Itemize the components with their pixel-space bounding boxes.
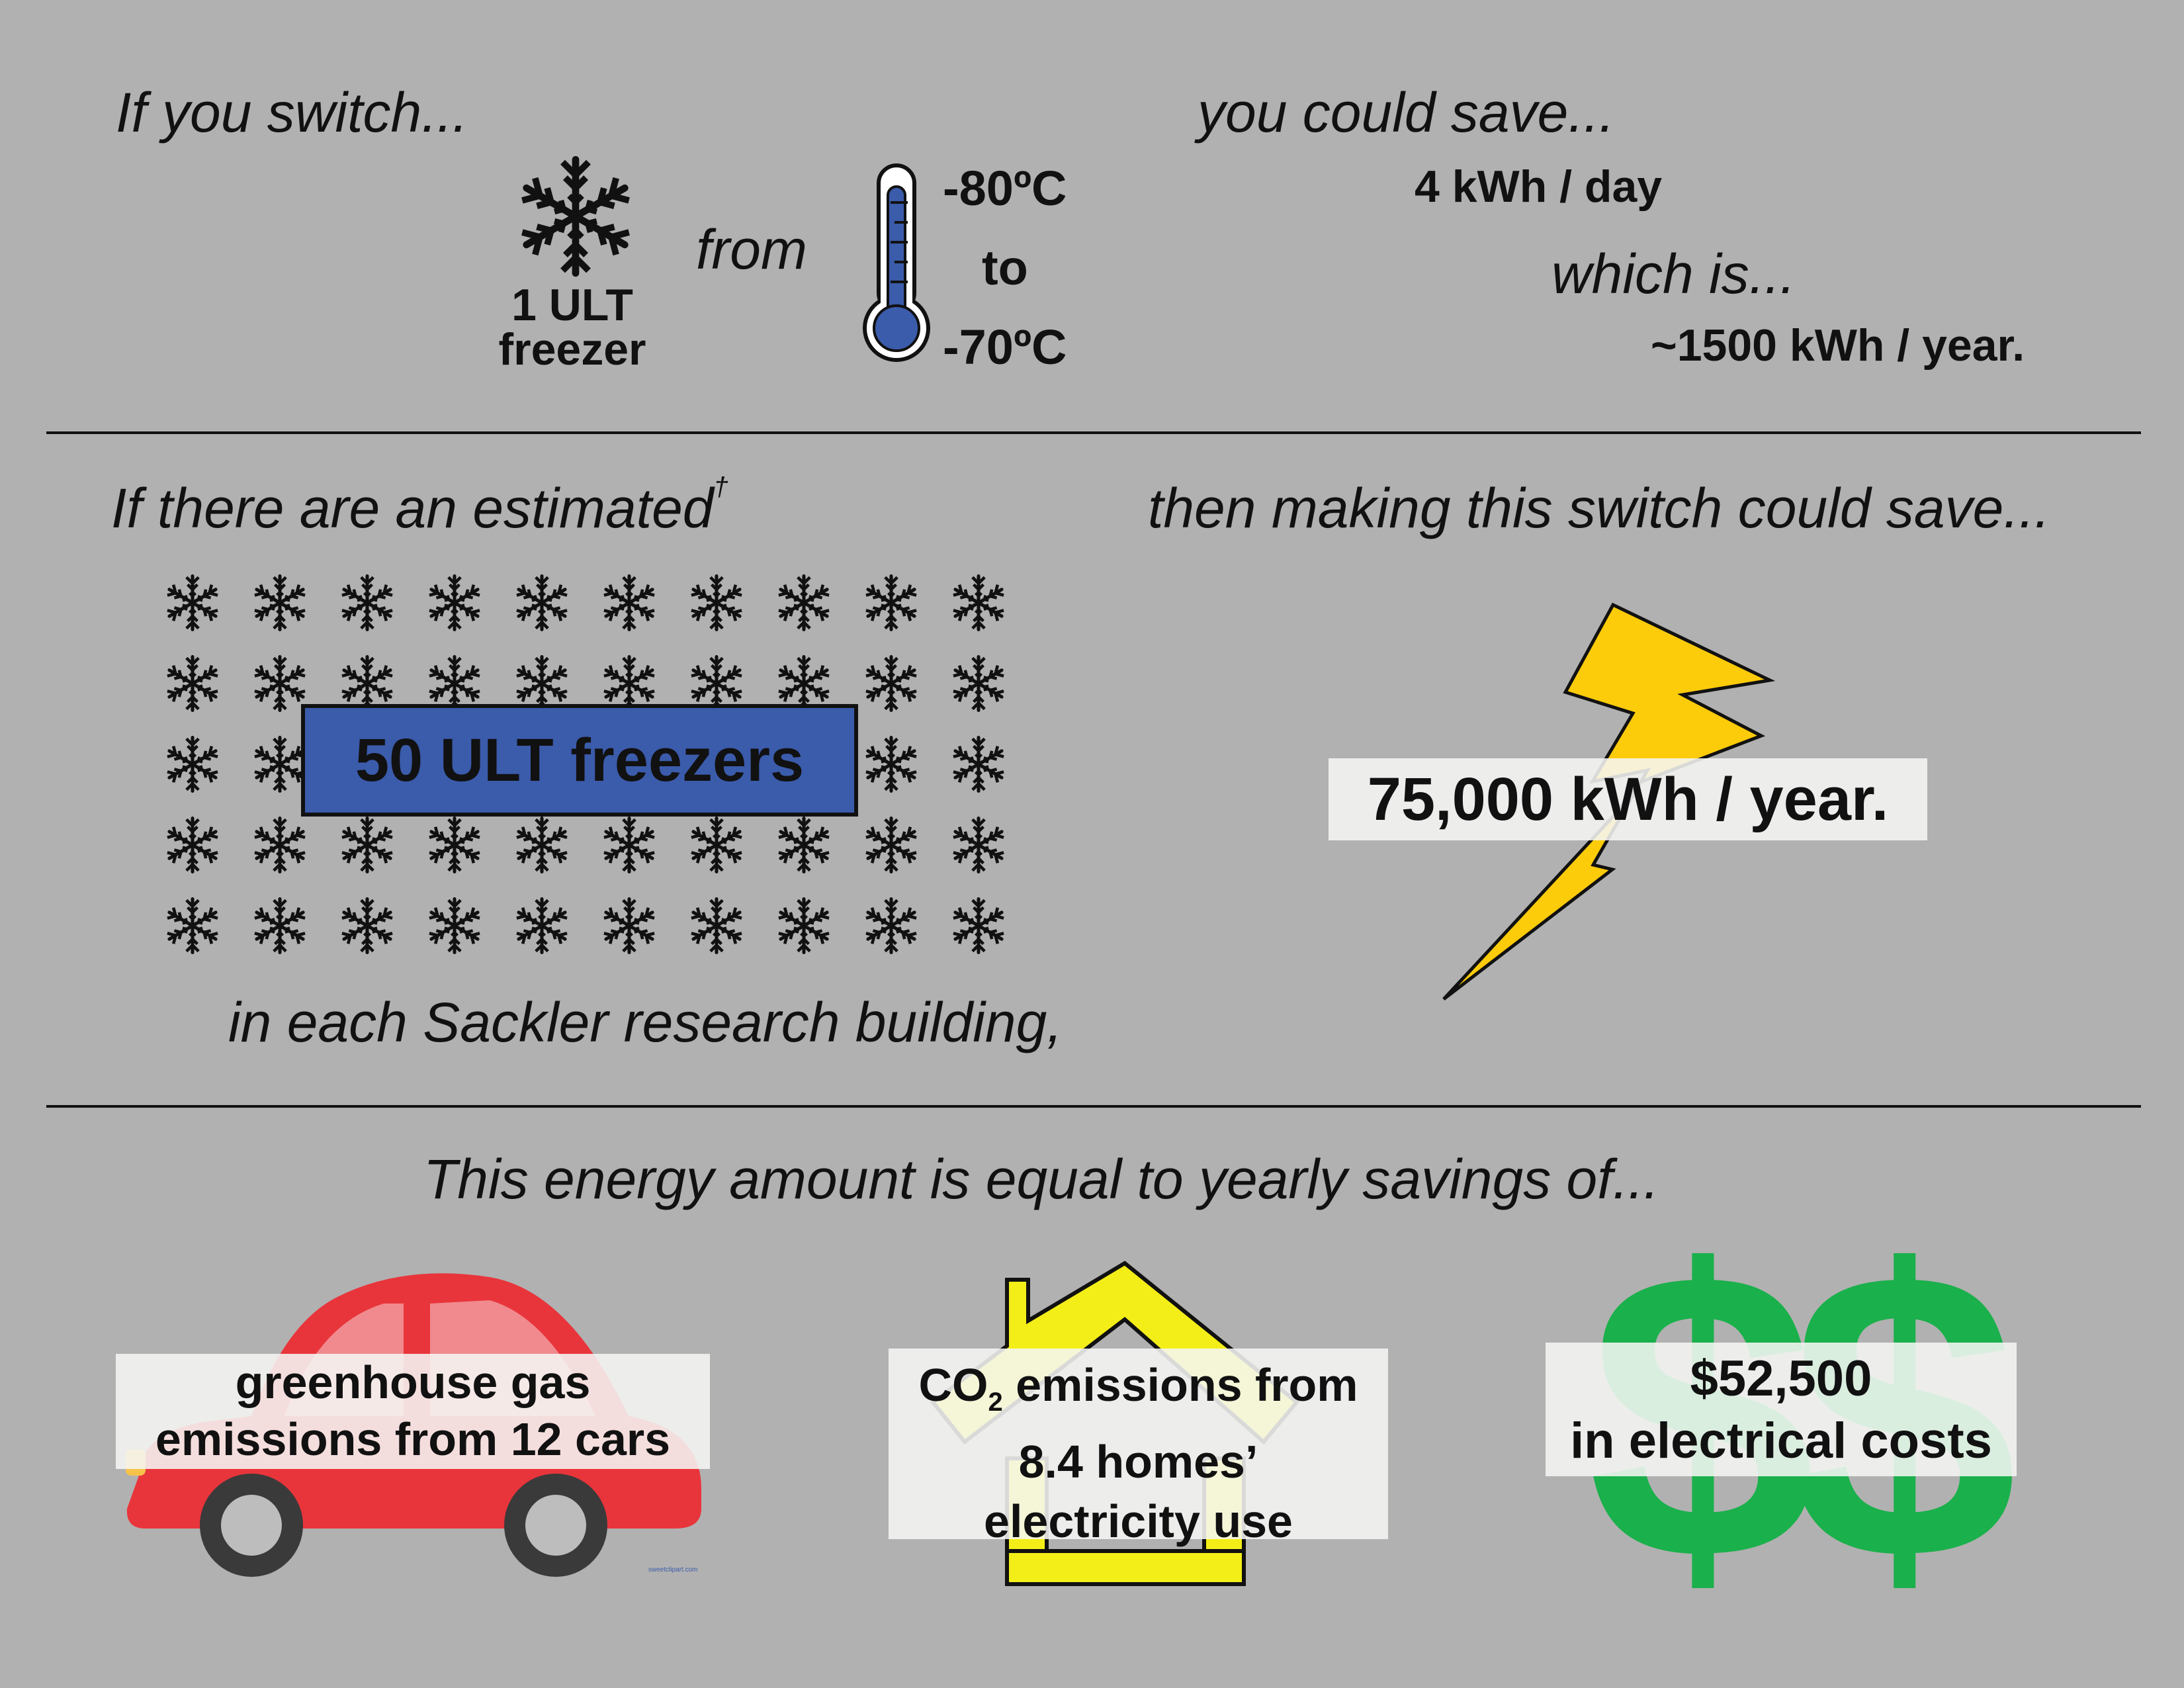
snowflake-icon xyxy=(948,895,1009,956)
money-label-line1: $52,500 xyxy=(1690,1351,1872,1407)
total-savings-label: 75,000 kWh / year. xyxy=(1329,758,1927,840)
car-watermark: sweetclipart.com xyxy=(648,1566,697,1574)
dagger-footnote: † xyxy=(713,472,728,502)
snowflake-icon xyxy=(948,734,1009,795)
snowflake-icon xyxy=(948,653,1009,714)
divider-1 xyxy=(46,431,2141,434)
from-text: from xyxy=(696,218,807,281)
equal-to-text: This energy amount is equal to yearly sa… xyxy=(423,1148,1659,1210)
co2-label-line1: CO2 emissions from xyxy=(889,1355,1388,1432)
yearly-savings: ~1500 kWh / year. xyxy=(1651,320,2025,371)
snowflake-icon xyxy=(424,895,485,956)
temp-to: -70ºC xyxy=(943,320,1067,375)
snowflake-icon xyxy=(249,572,310,633)
then-save-text: then making this switch could save... xyxy=(1148,477,2050,539)
lightning-bolt-icon xyxy=(1442,602,1776,1000)
snowflake-icon xyxy=(599,815,660,875)
snowflake-icon xyxy=(773,895,834,956)
daily-savings: 4 kWh / day xyxy=(1415,161,1663,212)
temp-from: -80ºC xyxy=(943,161,1067,216)
electrical-costs-label: $52,500 in electrical costs xyxy=(1546,1343,2017,1476)
co2-prefix: CO xyxy=(918,1359,988,1411)
snowflake-icon xyxy=(948,572,1009,633)
snowflake-icon xyxy=(773,572,834,633)
co2-label-line3: electricity use xyxy=(984,1495,1293,1547)
snowflake-icon xyxy=(337,572,398,633)
snowflake-icon xyxy=(773,815,834,875)
co2-line1-rest: emissions from xyxy=(1002,1359,1358,1411)
estimated-label: If there are an estimated xyxy=(111,477,714,539)
freezer-label-line1: 1 ULT xyxy=(511,280,633,330)
car-label-line2: emissions from 12 cars xyxy=(155,1413,671,1465)
snowflake-icon xyxy=(599,895,660,956)
snowflake-icon xyxy=(337,895,398,956)
snowflake-icon xyxy=(686,895,747,956)
snowflake-icon xyxy=(249,815,310,875)
snowflake-icon xyxy=(948,815,1009,875)
each-building-text: in each Sackler research building, xyxy=(228,991,1063,1053)
snowflake-icon xyxy=(861,572,922,633)
snowflake-icon xyxy=(162,815,223,875)
car-label-line1: greenhouse gas xyxy=(235,1356,591,1408)
snowflake-icon xyxy=(861,895,922,956)
thermometer-icon xyxy=(863,163,930,362)
snowflake-icon xyxy=(861,815,922,875)
snowflake-icon xyxy=(249,895,310,956)
co2-label-line2: 8.4 homes’ xyxy=(1018,1436,1258,1488)
snowflake-icon xyxy=(511,572,572,633)
car-emissions-label: greenhouse gas emissions from 12 cars xyxy=(116,1354,710,1469)
snowflake-icon xyxy=(162,895,223,956)
co2-emissions-label: CO2 emissions from 8.4 homes’ electricit… xyxy=(889,1349,1388,1547)
snowflake-icon xyxy=(861,653,922,714)
estimated-text: If there are an estimated† xyxy=(111,474,728,539)
freezer-label: 1 ULT freezer xyxy=(463,283,681,371)
which-is-text: which is... xyxy=(1551,243,1796,305)
snowflake-icon xyxy=(424,572,485,633)
snowflake-icon xyxy=(509,154,642,279)
snowflake-icon xyxy=(162,653,223,714)
snowflake-icon xyxy=(511,815,572,875)
freezer-count-box: 50 ULT freezers xyxy=(301,704,858,817)
co2-subscript: 2 xyxy=(988,1388,1003,1417)
divider-2 xyxy=(46,1105,2141,1108)
snowflake-icon xyxy=(511,895,572,956)
freezer-label-line2: freezer xyxy=(498,324,646,375)
if-you-switch-text: If you switch... xyxy=(116,81,468,144)
snowflake-icon xyxy=(686,572,747,633)
snowflake-icon xyxy=(424,815,485,875)
money-label-line2: in electrical costs xyxy=(1570,1413,1992,1469)
snowflake-icon xyxy=(686,815,747,875)
snowflake-icon xyxy=(162,572,223,633)
to-text: to xyxy=(982,240,1028,295)
could-save-text: you could save... xyxy=(1198,81,1615,144)
snowflake-icon xyxy=(337,815,398,875)
snowflake-icon xyxy=(599,572,660,633)
snowflake-icon xyxy=(861,734,922,795)
snowflake-icon xyxy=(162,734,223,795)
